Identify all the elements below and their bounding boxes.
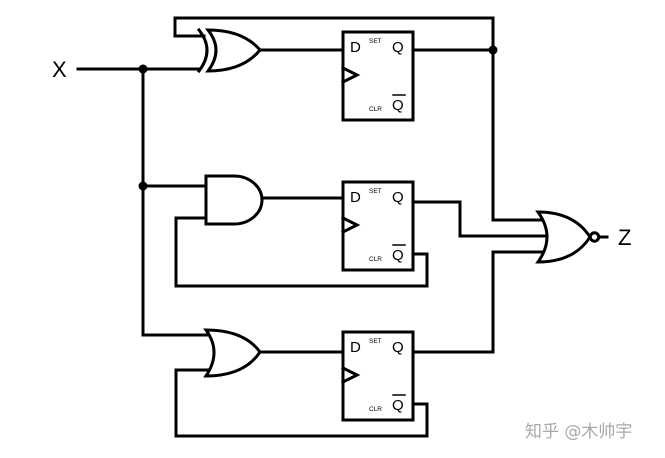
wire-ff2-q-to-nor: [411, 200, 551, 238]
ff2-qbar-label: Q: [392, 247, 404, 264]
ff1-clr-label: CLR: [369, 106, 382, 113]
d-flip-flop-1: D Q Q SET CLR: [340, 30, 415, 122]
junction-dot: [488, 45, 498, 55]
watermark: 知乎 @木帅宇: [525, 422, 632, 442]
ff1-d-label: D: [350, 39, 361, 56]
junction-dot: [138, 181, 148, 191]
ff2-set-label: SET: [369, 188, 382, 195]
wire-ff2-qbar-feedback: [174, 216, 429, 288]
clock-triangle-icon: [340, 65, 361, 85]
clock-triangle-icon: [340, 215, 361, 235]
clock-triangle-icon: [340, 365, 361, 385]
ff2-clr-label: CLR: [369, 256, 382, 263]
wire-x-bus: [141, 67, 212, 337]
d-flip-flop-2: D Q Q SET CLR: [340, 180, 415, 272]
wire-ff3-qbar-feedback: [174, 368, 429, 438]
d-flip-flop-3: D Q Q SET CLR: [340, 330, 415, 422]
wire-ff1-q-feedback: [173, 16, 495, 52]
ff1-qbar-label: Q: [392, 97, 404, 114]
ff2-q-label: Q: [392, 189, 404, 206]
ff3-d-label: D: [350, 339, 361, 356]
wire-ff1-q-to-nor: [491, 48, 547, 222]
ff3-qbar-label: Q: [392, 397, 404, 414]
ff2-d-label: D: [350, 189, 361, 206]
wires: [76, 16, 609, 438]
ff3-clr-label: CLR: [369, 406, 382, 413]
nor-inversion-bubble: [588, 231, 601, 243]
wire-ff3-q-to-nor: [411, 250, 547, 354]
ff3-set-label: SET: [369, 338, 382, 345]
junction-dot: [138, 64, 148, 74]
nor-gate: [535, 210, 601, 264]
input-x-label: X: [52, 57, 67, 82]
ff1-q-label: Q: [392, 39, 404, 56]
ff3-q-label: Q: [392, 339, 404, 356]
output-z-label: Z: [618, 225, 631, 250]
xor-gate: [196, 27, 262, 74]
and-gate: [204, 174, 264, 226]
or-gate: [203, 328, 262, 378]
ff1-set-label: SET: [369, 38, 382, 45]
